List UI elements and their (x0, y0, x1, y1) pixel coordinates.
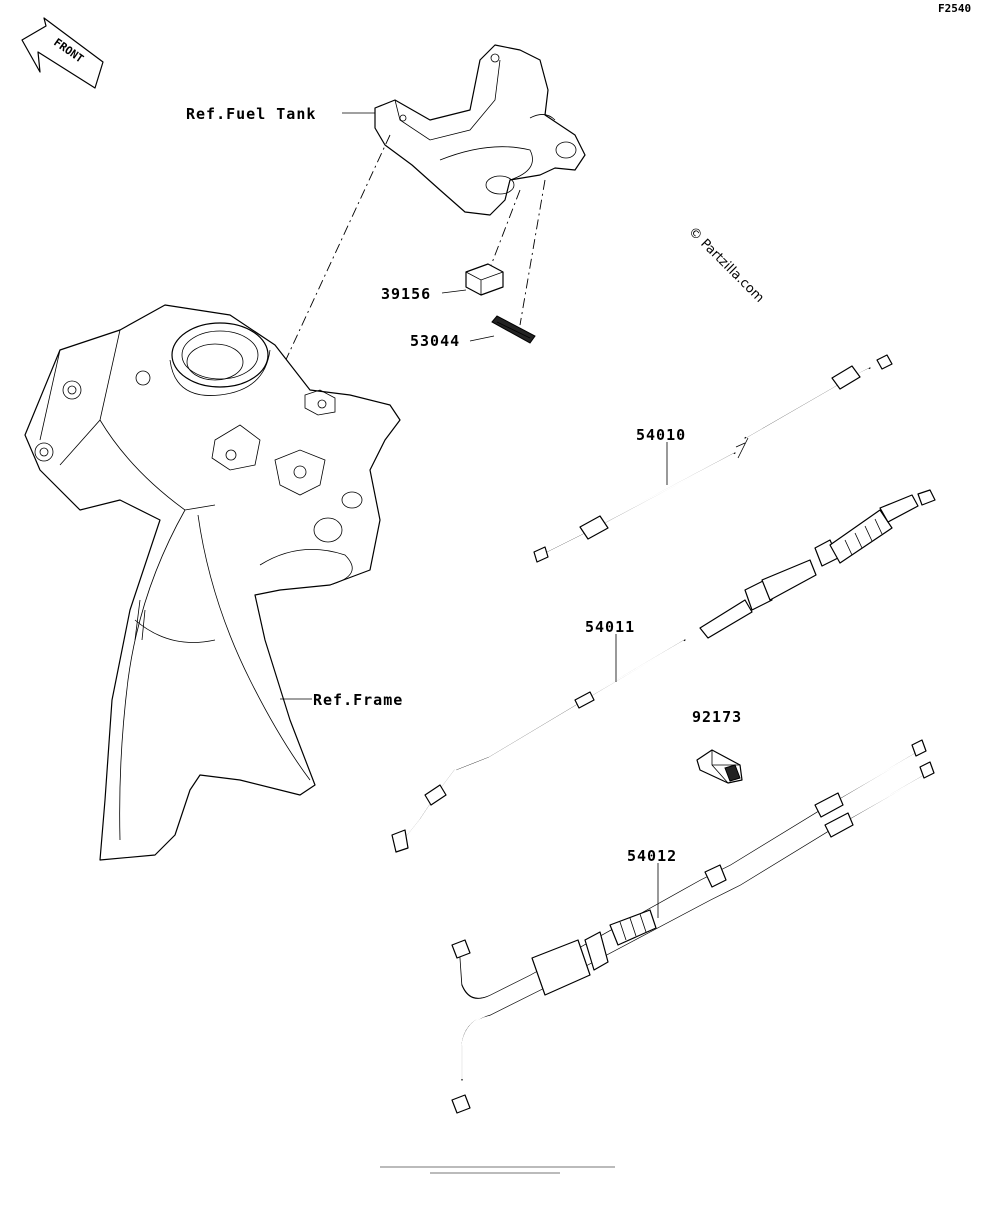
part-54010-cable (533, 354, 893, 563)
fuel-tank-bracket (374, 44, 586, 216)
callout-92173: 92173 (692, 708, 742, 726)
part-54012-throttle-cables (451, 739, 935, 1114)
part-54011-cable (391, 489, 936, 853)
callout-54012: 54012 (627, 847, 677, 865)
footer-fineprint (380, 1166, 615, 1168)
mount-guide-line (519, 179, 546, 326)
figure-code: F2540 (938, 2, 971, 15)
mount-guide-line (489, 189, 521, 269)
front-arrow-icon: FRONT (21, 17, 104, 89)
callout-ref-fuel-tank: Ref.Fuel Tank (186, 105, 316, 123)
frame-assembly (24, 304, 401, 861)
callout-54011: 54011 (585, 618, 635, 636)
leader-53044 (469, 335, 495, 342)
part-39156-pad (465, 263, 504, 296)
callout-39156: 39156 (381, 285, 431, 303)
callout-ref-frame: Ref.Frame (313, 691, 403, 709)
callout-54010: 54010 (636, 426, 686, 444)
part-92173-clamp (696, 749, 743, 784)
footer-fineprint (430, 1172, 560, 1174)
part-53044-strip (491, 315, 536, 344)
watermark: © Partzilla.com (685, 224, 767, 306)
leader-39156 (441, 289, 467, 294)
callout-53044: 53044 (410, 332, 460, 350)
